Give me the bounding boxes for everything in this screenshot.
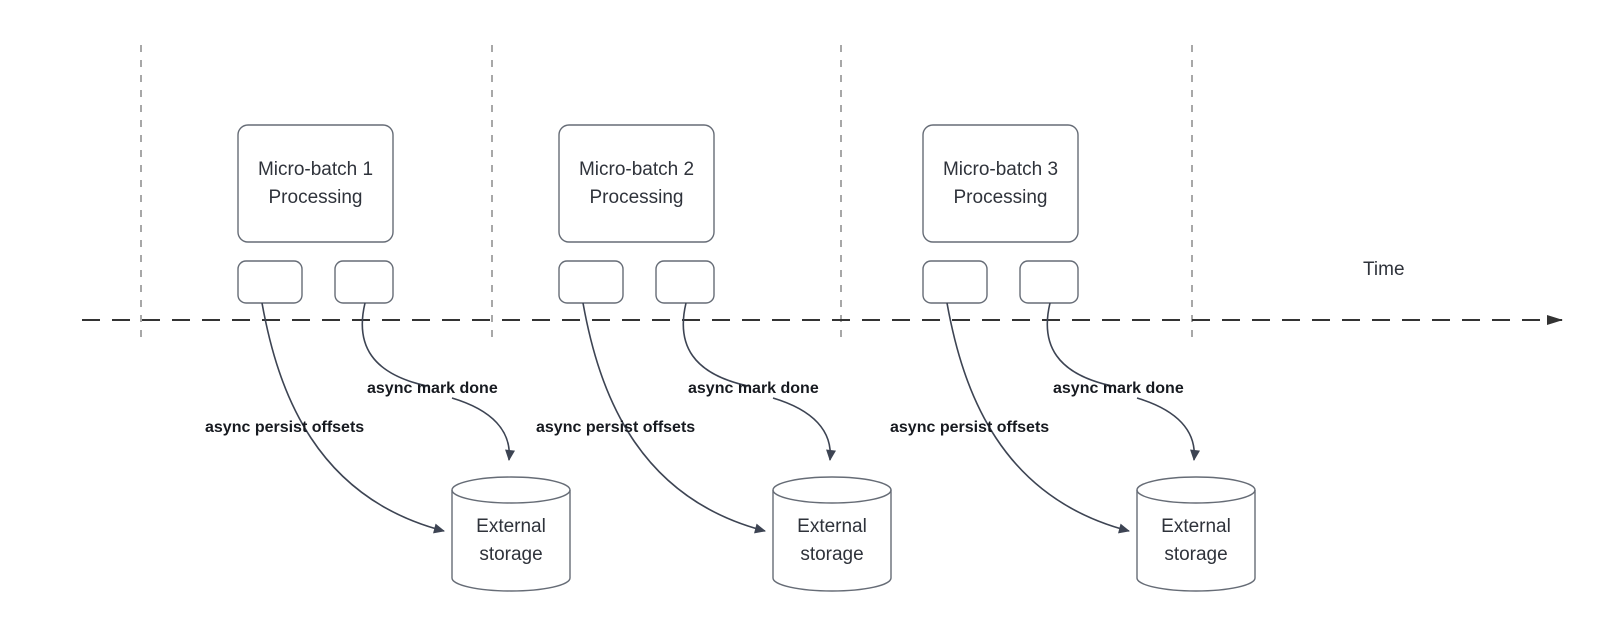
micro-batch-box bbox=[922, 124, 1079, 243]
mark-done-arrow-upper bbox=[682, 302, 749, 387]
micro-batch-2-label-line1: Micro-batch 2 bbox=[578, 158, 695, 180]
mark-done-arrow-upper bbox=[361, 302, 428, 387]
external-storage-label-1: External storage bbox=[452, 513, 570, 569]
external-storage-label-2: External storage bbox=[773, 513, 891, 569]
external-storage-label-3: External storage bbox=[1137, 513, 1255, 569]
time-axis-label: Time bbox=[1363, 259, 1405, 280]
mark-done-label-2: async mark done bbox=[688, 380, 819, 397]
mark-done-arrow-lower bbox=[1136, 397, 1200, 461]
external-storage-cylinder bbox=[451, 476, 571, 592]
external-storage-cylinder bbox=[772, 476, 892, 592]
persist-offsets-arrow bbox=[946, 302, 1130, 534]
persist-offsets-label-3: async persist offsets bbox=[890, 419, 1050, 436]
external-storage-label-3-line2: storage bbox=[1164, 544, 1228, 565]
segment-1-shapes bbox=[237, 124, 571, 592]
persist-offsets-task-box bbox=[922, 260, 988, 304]
micro-batch-1-label-line1: Micro-batch 1 bbox=[257, 158, 374, 180]
persist-offsets-label-2: async persist offsets bbox=[536, 419, 696, 436]
mark-done-arrow-lower bbox=[772, 397, 836, 461]
external-storage-cylinder-lid bbox=[772, 489, 892, 504]
mark-done-label-3: async mark done bbox=[1053, 380, 1184, 397]
micro-batch-3-label-line1: Micro-batch 3 bbox=[942, 158, 1059, 180]
micro-batch-1-label: Micro-batch 1 Processing bbox=[238, 125, 393, 242]
external-storage-label-3-line1: External bbox=[1161, 516, 1231, 537]
micro-batch-2-label-line2: Processing bbox=[589, 186, 684, 208]
mark-done-task-box bbox=[1019, 260, 1079, 304]
mark-done-arrow-upper bbox=[1046, 302, 1113, 387]
segment-2-shapes bbox=[558, 124, 892, 592]
external-storage-label-1-line2: storage bbox=[479, 544, 543, 565]
micro-batch-box bbox=[237, 124, 394, 243]
persist-offsets-arrow bbox=[261, 302, 445, 534]
persist-offsets-label-1: async persist offsets bbox=[205, 419, 365, 436]
persist-offsets-arrow bbox=[582, 302, 766, 534]
persist-offsets-task-box bbox=[558, 260, 624, 304]
mark-done-task-box bbox=[334, 260, 394, 304]
external-storage-label-2-line1: External bbox=[797, 516, 867, 537]
micro-batch-box bbox=[558, 124, 715, 243]
micro-batch-1-label-line2: Processing bbox=[268, 186, 363, 208]
micro-batch-3-label-line2: Processing bbox=[953, 186, 1048, 208]
micro-batch-3-label: Micro-batch 3 Processing bbox=[923, 125, 1078, 242]
external-storage-cylinder-lid bbox=[1136, 489, 1256, 504]
external-storage-label-1-line1: External bbox=[476, 516, 546, 537]
external-storage-cylinder bbox=[1136, 476, 1256, 592]
mark-done-task-box bbox=[655, 260, 715, 304]
mark-done-arrow-lower bbox=[451, 397, 515, 461]
mark-done-label-1: async mark done bbox=[367, 380, 498, 397]
segment-3-shapes bbox=[922, 124, 1256, 592]
external-storage-cylinder-lid bbox=[451, 489, 571, 504]
micro-batch-2-label: Micro-batch 2 Processing bbox=[559, 125, 714, 242]
persist-offsets-task-box bbox=[237, 260, 303, 304]
external-storage-label-2-line2: storage bbox=[800, 544, 864, 565]
